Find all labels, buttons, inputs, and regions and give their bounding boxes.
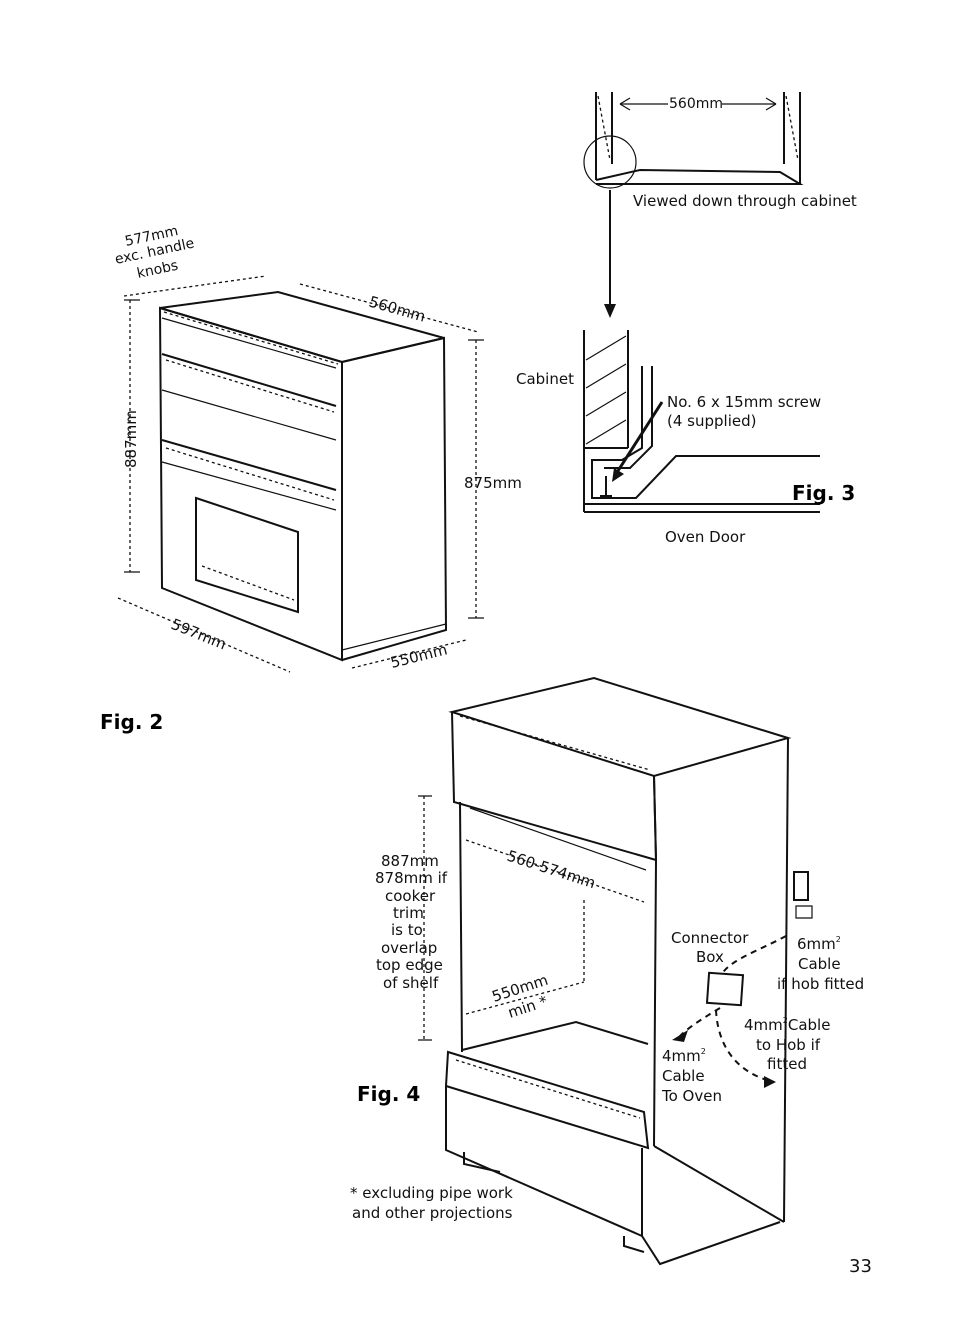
fig4-height-note-0: 887mm (381, 852, 439, 870)
oven-plinth (341, 623, 447, 651)
main-door-dots (165, 447, 335, 501)
control-strip-dots (163, 311, 339, 365)
fig4-height-note-2: cooker (385, 887, 436, 905)
label-875mm: 875mm (464, 474, 522, 492)
label-4mm-hob: 4mm2Cable (744, 1016, 830, 1034)
screw (600, 476, 612, 497)
oven-top-edge (595, 168, 804, 185)
cable-6mm (721, 935, 787, 975)
label-to-hob-if: to Hob if (756, 1036, 821, 1054)
label-oven-door: Oven Door (665, 528, 746, 546)
grill-door-top (161, 353, 337, 407)
cable-to-hob (715, 1009, 775, 1083)
label-to-oven: To Oven (661, 1087, 722, 1105)
fig4-height-note-3: trim (393, 904, 424, 922)
fig4-height-note-1: 878mm if (375, 869, 448, 887)
label-screw-2: (4 supplied) (667, 412, 756, 430)
screw-pointer (614, 401, 664, 475)
caption-viewed-down: Viewed down through cabinet (633, 192, 857, 210)
fig3-title: Fig. 3 (792, 481, 855, 505)
label-550mm: 550mm (389, 640, 449, 671)
page-number: 33 (849, 1256, 872, 1277)
footnote-line1: * excluding pipe work (350, 1184, 513, 1202)
cabinet-section (583, 330, 629, 512)
label-6mm: 6mm2 (797, 935, 841, 953)
label-connector: Connector (671, 929, 749, 947)
detail-circle (583, 135, 637, 189)
housing-top-face (448, 676, 792, 778)
plinth-base (641, 1221, 781, 1266)
shelf-front (444, 1050, 650, 1150)
label-fitted: fitted (767, 1055, 807, 1073)
grill-door-bottom (161, 389, 337, 441)
oven-door-edge (584, 503, 820, 513)
fig2-oven-drawing: 577mm exc. handle knobs 560mm 887mm 875m… (100, 223, 522, 734)
oven-window-dots (201, 565, 295, 601)
control-strip (161, 317, 337, 369)
fig4-housing-drawing: 887mm 878mm if cooker trim is to overlap… (350, 676, 864, 1266)
footnote-line2: and other projections (352, 1204, 513, 1222)
cabinet-wall-left (595, 92, 613, 180)
dim-597-line (117, 597, 291, 673)
label-cabinet: Cabinet (516, 370, 574, 388)
oven-window (195, 496, 299, 614)
dim-560-574 (465, 839, 645, 903)
label-cable-oven: Cable (662, 1067, 705, 1085)
label-screw-1: No. 6 x 15mm screw (667, 393, 821, 411)
label-4mm-oven: 4mm2 (662, 1047, 706, 1065)
label-887mm: 887mm (122, 410, 140, 468)
fig4-height-note-4: is to (391, 921, 423, 939)
fig4-title: Fig. 4 (357, 1082, 420, 1106)
label-6mm-cable: Cable (798, 955, 841, 973)
grill-door-dots (165, 359, 335, 413)
label-560-574mm: 560-574mm (505, 847, 598, 893)
fig4-height-note-7: of shelf (383, 974, 439, 992)
cabinet-hatch (585, 335, 627, 445)
opening-left (459, 801, 463, 1053)
fig4-height-note-6: top edge (376, 956, 443, 974)
cabinet-wall-right (783, 92, 801, 184)
plinth-front (445, 1086, 643, 1237)
oven-side-face (341, 336, 448, 661)
dim-560-line (299, 283, 479, 333)
housing-front-right (653, 859, 657, 1147)
label-560mm-fig3: 560mm (669, 96, 723, 112)
label-if-hob-fitted: if hob fitted (777, 975, 864, 993)
dim-550-fig4 (465, 981, 585, 1015)
connector-box (705, 971, 745, 1007)
main-door-top (161, 439, 337, 491)
fig3-fixing-drawing: 560mm Viewed down through cabinet Cabine… (516, 92, 857, 546)
opening-shelf (461, 1020, 649, 1051)
label-597mm: 597mm (169, 615, 229, 653)
isolator-switch (793, 871, 809, 901)
label-box: Box (696, 948, 724, 966)
main-door-line (161, 461, 337, 511)
housing-right-side (783, 737, 789, 1223)
fig2-title: Fig. 2 (100, 710, 163, 734)
door-trim-profile (591, 366, 820, 499)
dim-550-line (351, 639, 467, 669)
fig4-height-note-5: overlap (381, 939, 437, 957)
label-560mm: 560mm (367, 293, 428, 326)
